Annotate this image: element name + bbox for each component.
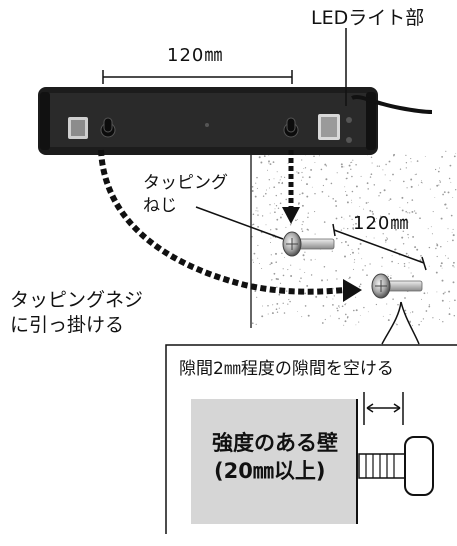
- screw-side-view-icon: [358, 436, 434, 496]
- top-dimension-line: [102, 70, 293, 84]
- screw-label-leader: [195, 206, 284, 240]
- gap-dimension: [363, 392, 404, 425]
- label-hook-instruction-2: に引っ掛ける: [10, 314, 124, 336]
- label-dimension-top: 120㎜: [167, 45, 223, 66]
- label-gap-instruction: 隙間2㎜程度の隙間を空ける: [179, 359, 394, 379]
- label-wall-2: (20㎜以上): [214, 459, 325, 483]
- label-dimension-right: 120㎜: [353, 213, 409, 234]
- keyhole-slot-right: [283, 117, 299, 138]
- led-light-bar-icon: [38, 87, 378, 155]
- right-dimension-line: [332, 223, 427, 271]
- curved-arrow: [98, 149, 346, 295]
- wall-icon: [191, 399, 357, 524]
- label-tapping-screw-1: タッピング: [143, 173, 228, 193]
- tapping-screw-icon: [282, 231, 335, 257]
- label-hook-instruction-1: タッピングネジ: [10, 289, 143, 311]
- label-wall-1: 強度のある壁: [212, 431, 338, 455]
- keyhole-slot-left: [100, 117, 116, 138]
- tapping-screw-icon-2: [371, 273, 423, 299]
- power-cable: [351, 95, 433, 114]
- callout-leader: [381, 301, 402, 345]
- label-led-part: LEDライト部: [311, 7, 424, 29]
- label-tapping-screw-2: ねじ: [143, 196, 177, 216]
